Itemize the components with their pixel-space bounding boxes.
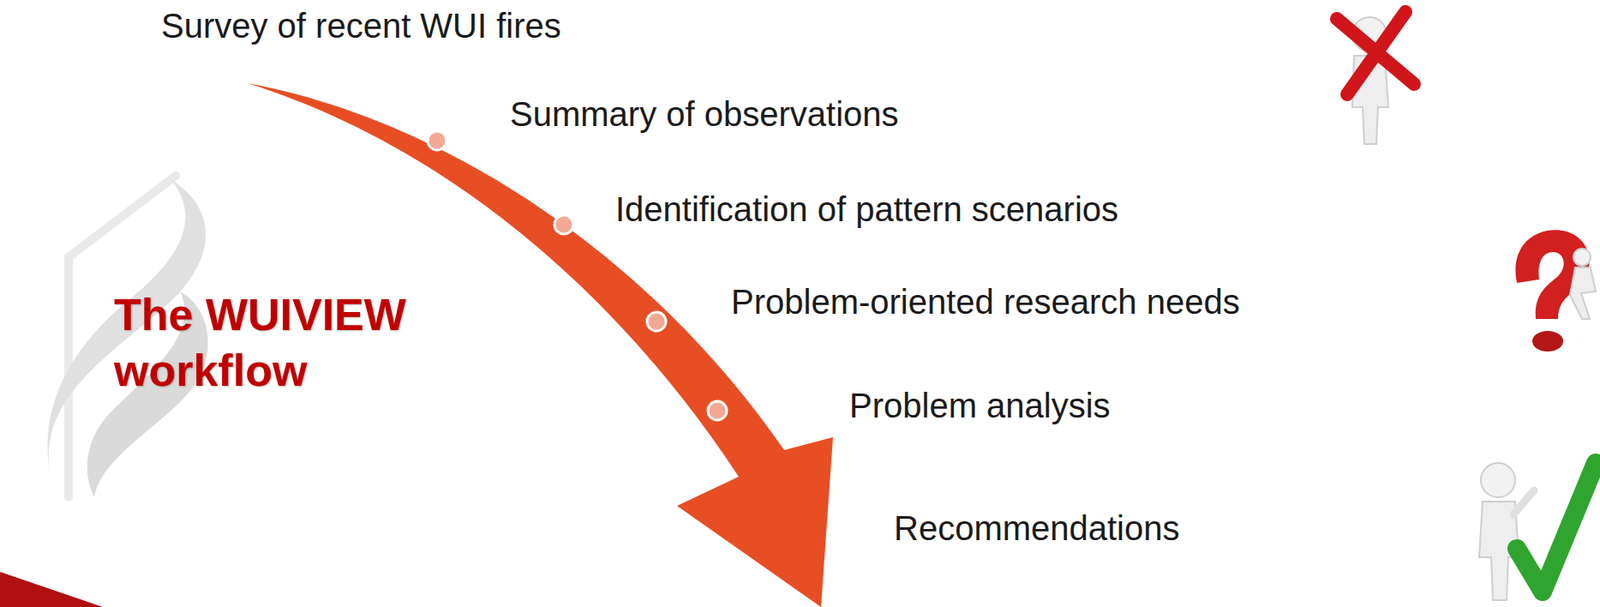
step-label: Recommendations [893,507,1181,549]
cross-figure-icon [1336,11,1415,144]
workflow-arrow [247,83,833,607]
check-figure-icon [1479,462,1596,600]
corner-accent [0,571,103,607]
step-dot [427,131,727,420]
step-label: Survey of recent WUI fires [161,5,562,47]
diagram-title: The WUIVIEW workflow [113,287,474,399]
step-label: Summary of observations [509,93,899,135]
step-label: Problem-oriented research needs [731,281,1241,323]
question-figure-icon [1515,229,1596,352]
step-label: Identification of pattern scenarios [615,188,1119,230]
step-label: Problem analysis [849,384,1111,426]
